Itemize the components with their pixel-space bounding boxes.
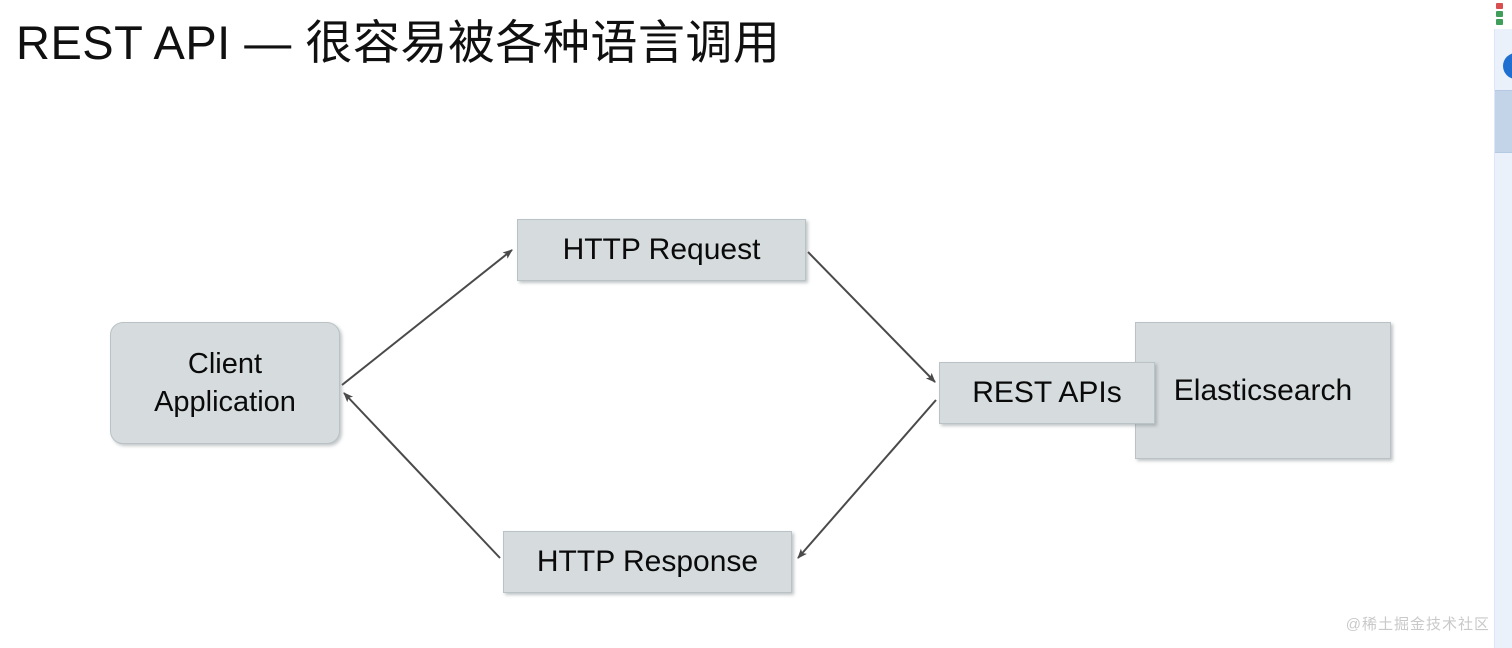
- edge-client-to-http-request: [341, 249, 513, 386]
- node-http-request-label: HTTP Request: [562, 233, 761, 266]
- node-http-response[interactable]: HTTP Response: [503, 531, 792, 593]
- edge-rest-apis-to-http-response: [797, 399, 937, 559]
- node-client-application[interactable]: Client Application: [110, 322, 340, 444]
- maximize-window-icon[interactable]: [1496, 19, 1503, 25]
- avatar[interactable]: [1503, 53, 1512, 79]
- close-window-icon[interactable]: [1496, 3, 1503, 9]
- edge-http-response-to-client: [343, 392, 501, 559]
- node-http-request[interactable]: HTTP Request: [517, 219, 806, 281]
- node-elasticsearch[interactable]: Elasticsearch: [1135, 322, 1391, 459]
- node-http-response-label: HTTP Response: [536, 545, 759, 578]
- watermark: @稀土掘金技术社区: [1345, 616, 1490, 633]
- edge-http-request-to-rest-apis: [807, 251, 936, 383]
- node-rest-apis-label: REST APIs: [972, 376, 1122, 409]
- node-elasticsearch-label: Elasticsearch: [1173, 373, 1353, 407]
- right-edge-browser-strip: [1488, 0, 1512, 648]
- scrollbar-thumb[interactable]: [1495, 90, 1512, 153]
- node-client-application-label: Client Application: [154, 348, 296, 418]
- window-controls: [1496, 3, 1503, 27]
- node-rest-apis[interactable]: REST APIs: [939, 362, 1155, 424]
- minimize-window-icon[interactable]: [1496, 11, 1503, 17]
- side-panel: [1494, 29, 1512, 648]
- page-title: REST API — 很容易被各种语言调用: [16, 16, 781, 69]
